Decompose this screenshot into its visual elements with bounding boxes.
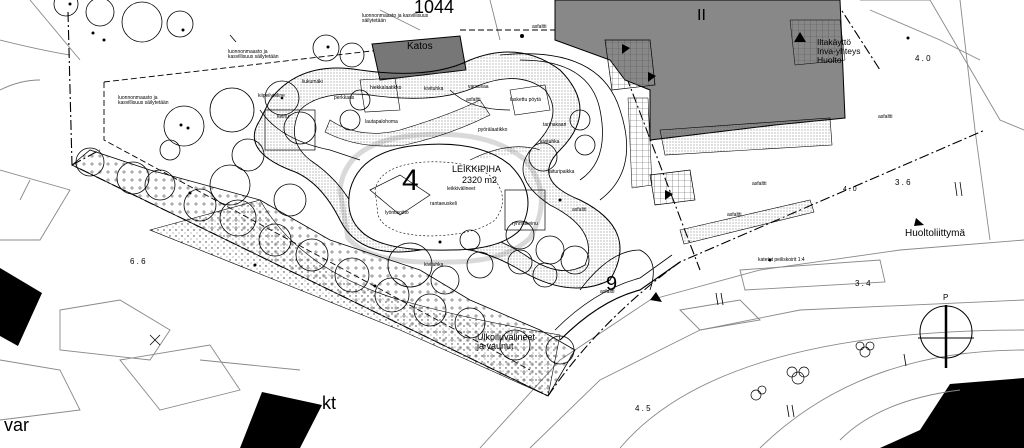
storage-label: Ulkoiluvälineet ja vaunut <box>477 332 536 352</box>
small-label: asfaltti <box>727 212 742 218</box>
elevation-2: 3 . 6 <box>895 178 911 187</box>
small-label: keinu <box>277 114 289 120</box>
street-fragment-1: var <box>4 415 30 435</box>
small-label: asfaltti <box>878 114 893 120</box>
building-roman-label: II <box>697 7 706 24</box>
elevation-3: 3 . 4 <box>855 279 871 288</box>
small-label: lyöntisoitto <box>385 210 409 216</box>
small-label: ryhmäkeinu <box>512 221 538 227</box>
elevation-4: 6 . 6 <box>130 257 146 266</box>
nature-note-1: luonnonmaasto ja kasvillisuus säilytetää… <box>362 13 429 25</box>
elevation-5: 4 . 5 <box>635 404 651 413</box>
black-building-left <box>0 268 42 346</box>
north-arrow-icon <box>918 305 974 368</box>
small-label: perkkaus <box>334 95 355 101</box>
small-label: kivituhka <box>424 86 444 92</box>
nature-note-2: luonnonmaasto ja kasvillisuus säilytetää… <box>228 49 279 61</box>
road-number: 9 <box>606 273 618 295</box>
north-label: P <box>943 293 949 302</box>
small-label: kivituhka <box>540 139 560 145</box>
block-number: 1044 <box>414 0 455 17</box>
small-label: rantaeuskeli <box>430 201 457 207</box>
small-label: asfaltti <box>466 97 481 103</box>
small-label: laituripaikka <box>548 169 575 175</box>
small-label: asfaltti <box>600 289 615 295</box>
small-label: leikkivälineet <box>447 186 476 192</box>
small-label: pyörälaatikko <box>478 127 508 133</box>
small-label: varaosaa <box>468 84 489 90</box>
small-label: hiekkalaatikko <box>370 85 402 91</box>
street-fragment-2: kt <box>322 393 337 413</box>
small-label: asfaltti <box>572 207 587 213</box>
playground-name: LEIKKIPIHA <box>452 164 502 174</box>
small-label: laskettu pöytä <box>510 97 541 103</box>
playground-area: 2320 m2 <box>462 175 498 185</box>
nature-note-3: luonnonmaasto ja kasvillisuus säilytetää… <box>118 95 169 107</box>
small-label: asfaltti <box>752 181 767 187</box>
black-building-bottom <box>240 392 322 448</box>
entrance-label: Iltakäyttö Inva-yhteys Huolto <box>817 37 861 65</box>
playground-number: 4 <box>402 164 419 197</box>
small-label: lautapalohoma <box>365 119 398 125</box>
small-label: kiipeilyteline <box>258 93 285 99</box>
small-label: kivituhka <box>424 262 444 268</box>
small-label: tarinakaari <box>543 122 567 128</box>
service-entrance-label: Huoltoliittymä <box>905 228 966 239</box>
small-label: liukumäki <box>302 79 323 85</box>
small-label: katetut peiliskoirit 1:4 <box>758 257 805 263</box>
elevation-1: 4 . 0 <box>915 54 931 63</box>
katos-label: Katos <box>407 41 433 52</box>
black-building-right <box>880 378 1024 448</box>
elevation-6: 4 . 0 <box>843 186 857 193</box>
small-label: asfaltti <box>532 24 547 30</box>
